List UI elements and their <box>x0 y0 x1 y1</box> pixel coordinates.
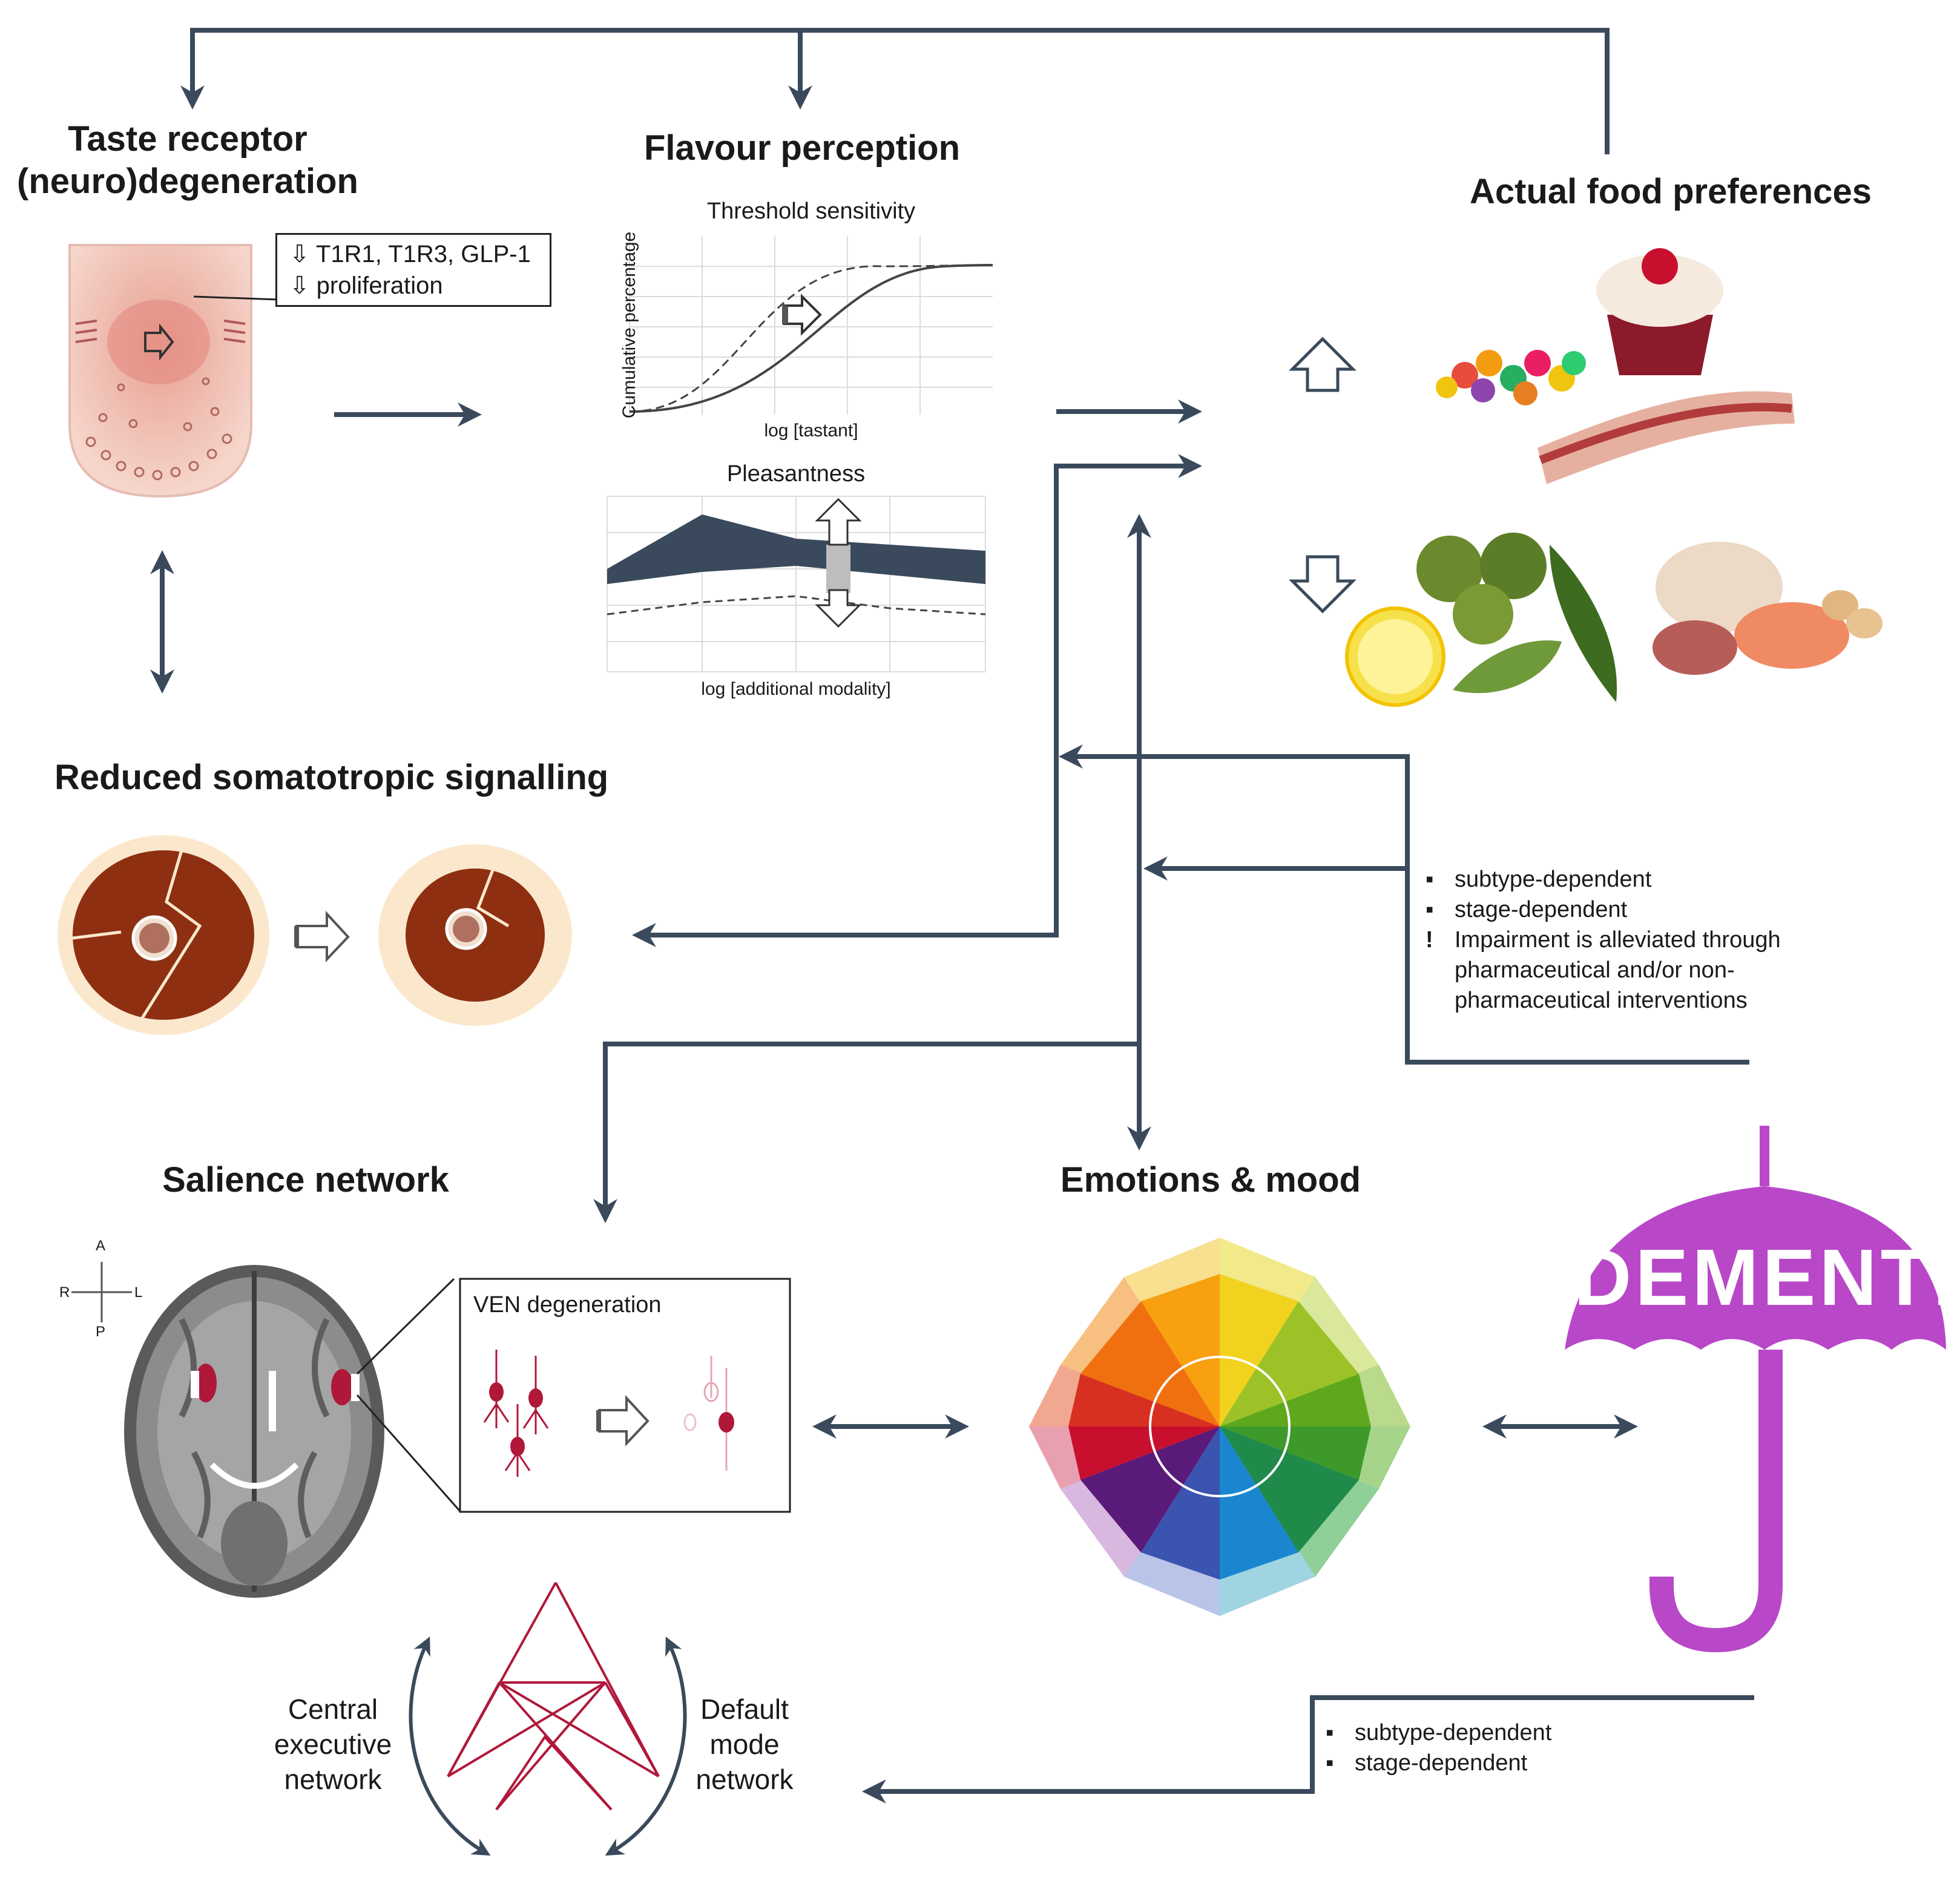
modifier-item: ▪stage-dependent <box>1326 1748 1689 1778</box>
modifier-note: !Impairment is alleviated through pharma… <box>1426 925 1801 1016</box>
salience-title: Salience network <box>162 1160 449 1200</box>
somato-title: Reduced somatotropic signalling <box>54 758 609 797</box>
muscle-cross-section-healthy <box>58 835 269 1035</box>
arrow-stem <box>294 926 299 947</box>
threshold-chart-ylabel: Cumulative percentage <box>619 231 639 419</box>
modifier-item-label: subtype-dependent <box>1455 867 1652 892</box>
modifiers-bottom-note: ▪subtype-dependent ▪stage-dependent <box>1326 1718 1689 1778</box>
modifiers-top-note: ▪subtype-dependent ▪stage-dependent !Imp… <box>1426 864 1801 1016</box>
threshold-chart <box>629 236 993 415</box>
emotions-title: Emotions & mood <box>1060 1160 1361 1200</box>
preferred-foods-illustration <box>1436 248 1795 484</box>
orientation-label-l: L <box>134 1284 143 1301</box>
curved-arrow-right <box>605 1637 687 1856</box>
connector-arrows <box>150 28 1754 1804</box>
modifier-item: ▪stage-dependent <box>1426 895 1801 925</box>
taste-title: Taste receptor (neuro)degeneration <box>17 119 358 201</box>
brain-mri-illustration <box>124 1265 461 1598</box>
modifier-item-label: stage-dependent <box>1455 897 1628 922</box>
threshold-chart-xlabel: log [tastant] <box>764 421 858 441</box>
down-arrow-icon <box>1288 555 1357 614</box>
threshold-chart-title: Threshold sensitivity <box>706 199 916 224</box>
arrow-food-to-taste <box>180 28 1610 154</box>
arrow-to-salience <box>593 1042 1139 1223</box>
modifier-item: ▪subtype-dependent <box>1326 1718 1689 1748</box>
arrow-modifier-bottom <box>862 1695 1754 1804</box>
orientation-cross-icon <box>71 1262 132 1322</box>
ven-neurons-illustration <box>459 1278 791 1513</box>
pleasantness-chart-title: Pleasantness <box>726 461 866 487</box>
modifier-item-label: stage-dependent <box>1355 1750 1528 1776</box>
taste-marker-line2: ⇩ proliferation <box>289 272 443 299</box>
tongue-illustration <box>68 244 279 498</box>
modifier-item-label: subtype-dependent <box>1355 1720 1552 1745</box>
curved-arrow-left <box>409 1637 491 1856</box>
arrow-modifier-1 <box>1059 744 1749 1065</box>
pleasantness-chart <box>607 496 986 672</box>
ven-box-label: VEN degeneration <box>473 1292 662 1318</box>
pleasantness-chart-xlabel: log [additional modality] <box>701 679 891 699</box>
taste-marker-line1: ⇩ T1R1, T1R3, GLP-1 <box>289 241 531 268</box>
transition-arrow-icon <box>295 910 350 963</box>
dementia-word: DEMENTIA <box>1574 1233 1960 1322</box>
orientation-label-r: R <box>59 1284 70 1301</box>
food-title: Actual food preferences <box>1470 172 1872 211</box>
arrow-somato-food <box>632 454 1202 947</box>
taste-marker-box: ⇩ T1R1, T1R3, GLP-1 ⇩ proliferation <box>275 233 551 307</box>
muscle-cross-section-reduced <box>378 844 572 1026</box>
orientation-label-a: A <box>96 1238 106 1254</box>
orientation-label-p: P <box>96 1324 106 1340</box>
modifier-note-text: Impairment is alleviated through pharmac… <box>1455 927 1781 1013</box>
central-executive-network-label: Central executive network <box>274 1693 392 1795</box>
flavour-title: Flavour perception <box>643 128 961 168</box>
modifier-item: ▪subtype-dependent <box>1426 864 1801 895</box>
emotion-wheel-illustration <box>1029 1238 1410 1616</box>
dementia-umbrella-illustration <box>1565 1126 1946 1653</box>
disliked-foods-illustration <box>1345 533 1883 707</box>
default-mode-network-label: Default mode network <box>696 1693 794 1795</box>
network-lines-illustration <box>447 1582 660 1811</box>
up-arrow-icon <box>1288 337 1357 392</box>
